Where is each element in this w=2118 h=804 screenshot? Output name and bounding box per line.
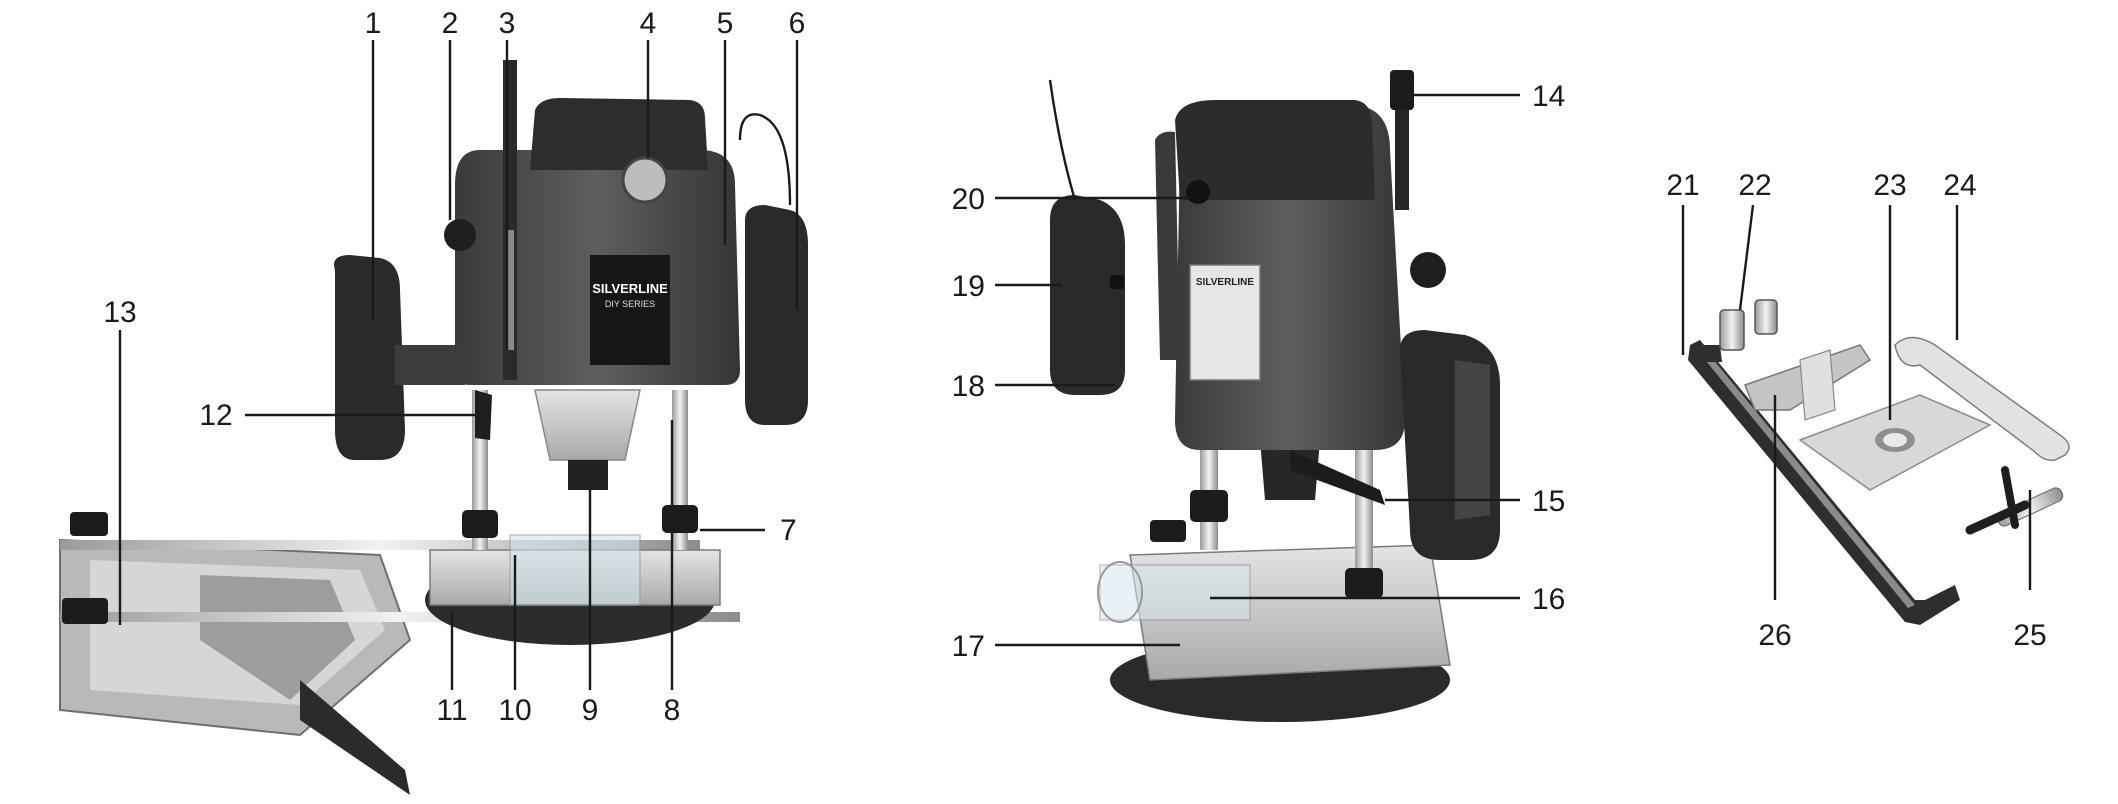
accessories-illustration — [1688, 299, 2070, 625]
callout-11: 11 — [436, 694, 467, 727]
callout-18: 18 — [952, 370, 985, 403]
callout-3: 3 — [499, 7, 516, 40]
callout-1: 1 — [365, 7, 382, 40]
callout-14: 14 — [1532, 80, 1565, 113]
callout-10: 10 — [498, 694, 531, 727]
callout-2: 2 — [442, 7, 459, 40]
callout-26: 26 — [1758, 619, 1791, 652]
leader-lines — [118, 40, 2032, 690]
callout-13: 13 — [103, 296, 136, 329]
router-rear-illustration: SILVERLINE — [1048, 70, 1500, 722]
callout-22: 22 — [1738, 169, 1771, 202]
callout-23: 23 — [1873, 169, 1906, 202]
callout-9: 9 — [582, 694, 599, 727]
callout-25: 25 — [2013, 619, 2046, 652]
callout-6: 6 — [789, 7, 806, 40]
callout-7: 7 — [780, 514, 797, 547]
callout-15: 15 — [1532, 485, 1565, 518]
callout-16: 16 — [1532, 583, 1565, 616]
callout-21: 21 — [1666, 169, 1699, 202]
callout-4: 4 — [640, 7, 657, 40]
callout-17: 17 — [952, 630, 985, 663]
callout-numbers: 1 2 3 4 5 6 7 8 9 10 11 12 13 14 15 16 1… — [103, 7, 2046, 727]
callout-12: 12 — [199, 399, 232, 432]
series-label-front: DIY SERIES — [605, 299, 655, 309]
callout-8: 8 — [664, 694, 681, 727]
callout-20: 20 — [952, 183, 985, 216]
callout-19: 19 — [952, 270, 985, 303]
brand-logo-rear: SILVERLINE — [1196, 277, 1254, 288]
callout-5: 5 — [717, 7, 734, 40]
brand-logo-front: SILVERLINE — [592, 281, 668, 296]
router-front-illustration: SILVERLINE DIY SERIES — [59, 60, 808, 795]
callout-24: 24 — [1943, 169, 1976, 202]
